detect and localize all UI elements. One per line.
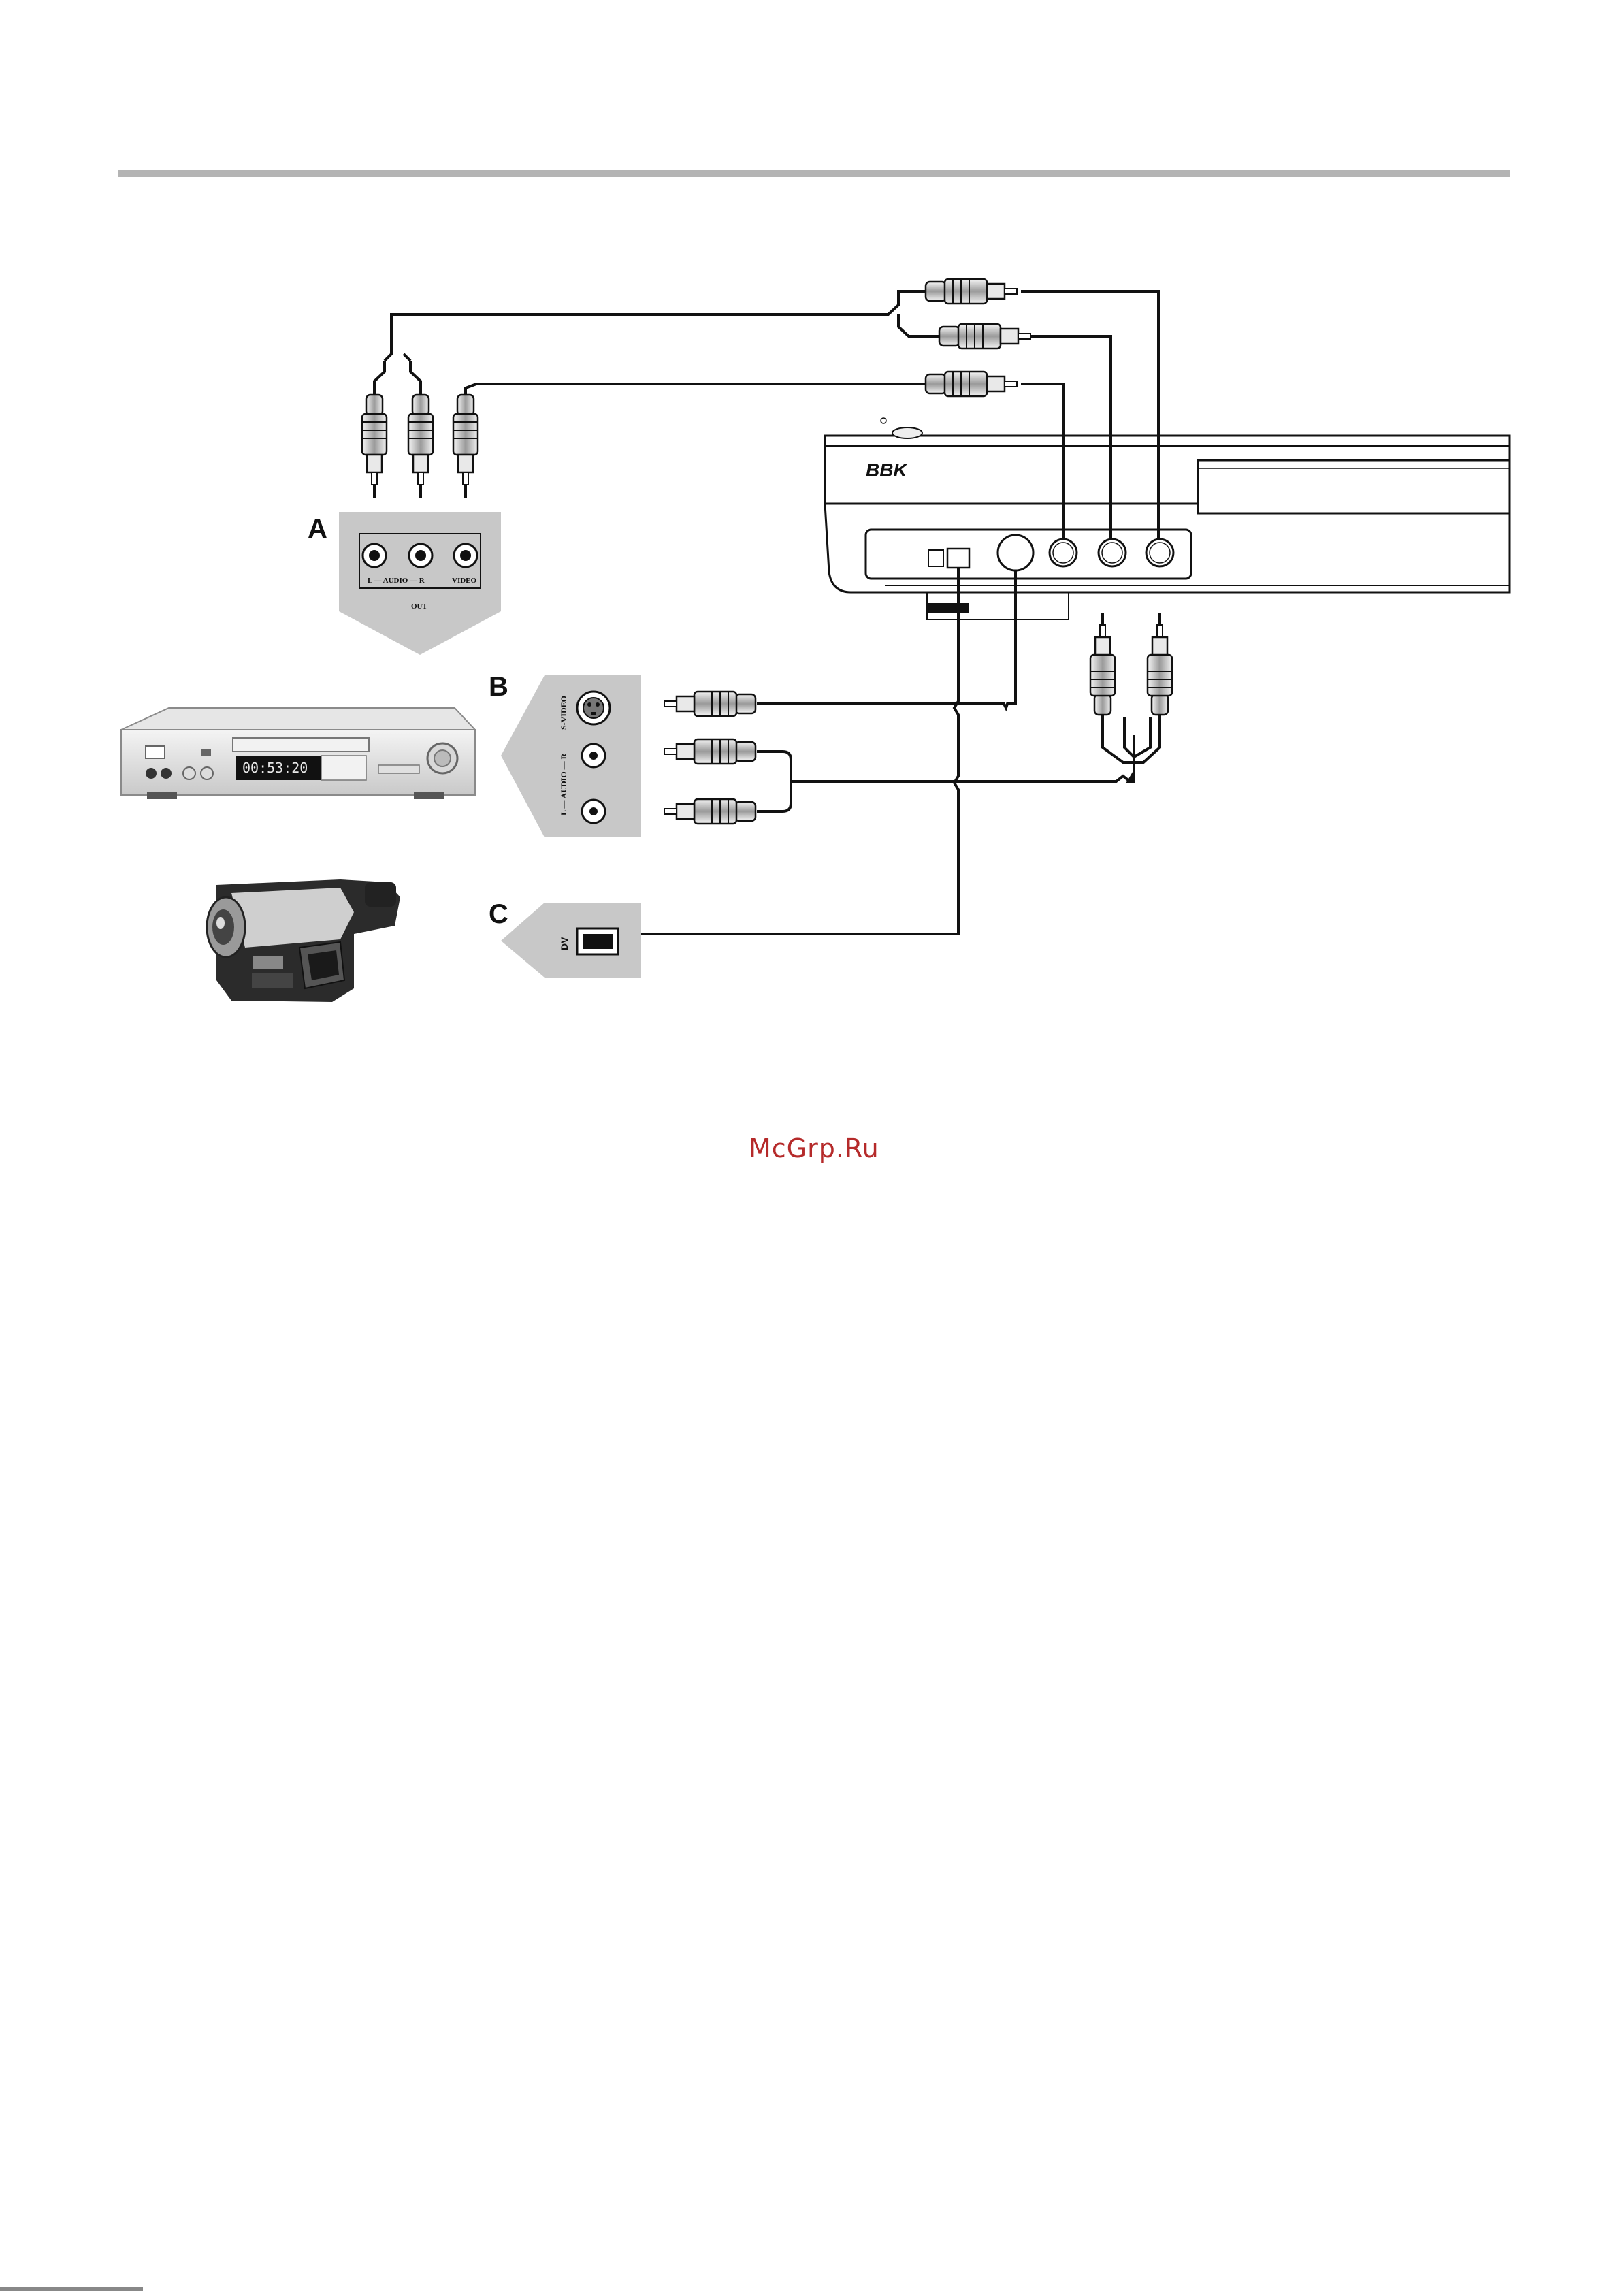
camcorder-illustration — [207, 879, 400, 1002]
player-audio-l-port — [1099, 539, 1126, 566]
label-c: C — [489, 899, 508, 929]
footer-edge-mark — [0, 2287, 143, 2291]
player-svideo-port — [998, 535, 1033, 570]
player-video-port — [1050, 539, 1077, 566]
player-brand-logo: BBK — [866, 459, 908, 481]
panel-c-dv-label: DV — [559, 937, 570, 950]
watermark: McGrp.Ru — [749, 1133, 879, 1163]
panel-c-dv-in: DV — [501, 903, 641, 978]
panel-a-out-label: OUT — [411, 602, 428, 611]
panel-a-audio-label: L — AUDIO — R — [368, 577, 425, 585]
bbk-dvd-player: BBK — [825, 418, 1510, 619]
panel-b-av-in: S-VIDEO L — AUDIO — R — [501, 675, 641, 837]
panel-a-av-out: L — AUDIO — R VIDEO OUT — [339, 512, 501, 655]
recorder-display: 00:53:20 — [242, 760, 308, 776]
panel-a-video-label: VIDEO — [452, 577, 477, 585]
panel-b-audio-label: L — AUDIO — R — [559, 753, 568, 815]
label-b: B — [489, 672, 508, 702]
dvd-recorder-illustration: 00:53:20 — [121, 708, 475, 799]
panel-b-svideo-label: S-VIDEO — [559, 696, 568, 730]
player-dv-port — [947, 549, 969, 568]
header-rule — [118, 170, 1510, 177]
label-a: A — [308, 514, 327, 544]
player-audio-r-port — [1146, 539, 1173, 566]
